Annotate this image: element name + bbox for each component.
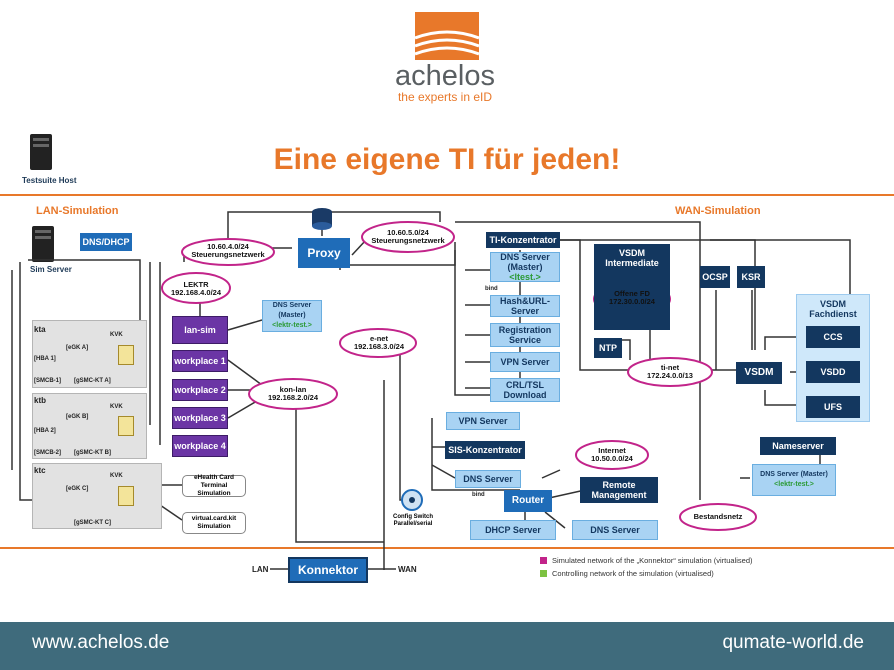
ocsp-box: OCSP <box>700 266 730 288</box>
nameserver-dns-master: DNS Server (Master) <lektr-test.> <box>752 464 836 496</box>
proxy-box: Proxy <box>298 238 350 268</box>
ktb-kvk: KVK <box>110 404 123 410</box>
workplace-2-box: workplace 2 <box>172 379 228 401</box>
ktb-egk: [eGK B] <box>66 414 89 420</box>
vpn-server-wan: VPN Server <box>490 352 560 372</box>
ktb-hba-port: [HBA 2] <box>34 428 56 434</box>
legend-swatch-controlling <box>540 570 547 577</box>
legend-swatch-simulated <box>540 557 547 564</box>
vsdm-intermediate-box: VSDM Intermediate <box>594 244 670 330</box>
ktb-label: ktb <box>34 396 46 405</box>
card-terminal-icon <box>118 345 134 365</box>
remote-management-box: Remote Management <box>580 477 658 503</box>
achelos-logo <box>415 12 479 60</box>
bestandsnetz-cloud: Bestandsnetz <box>693 512 743 521</box>
wan-section-label: WAN-Simulation <box>675 205 761 217</box>
sim-server-label: Sim Server <box>30 265 72 274</box>
vpn-server-2: VPN Server <box>446 412 520 430</box>
kta-smcb-port: [SMCB-1] <box>34 378 61 384</box>
ufs-box: UFS <box>806 396 860 418</box>
ktc-group <box>32 463 162 529</box>
crl-tsl-download: CRL/TSL Download <box>490 378 560 402</box>
kta-egk: [eGK A] <box>66 345 89 351</box>
dns-server-ltest: DNS Server (Master) <ltest.> <box>490 252 560 282</box>
dns-server-2: DNS Server <box>455 470 521 488</box>
dns-server-master-lektr: DNS Server (Master) <lektr-test.> <box>262 300 322 332</box>
server-icon <box>32 226 54 262</box>
hash-url-server: Hash&URL-Server <box>490 295 560 317</box>
ktc-kvk: KVK <box>110 473 123 479</box>
konnektor-box: Konnektor <box>288 557 368 583</box>
lan-port-label: LAN <box>252 565 269 574</box>
dns-dhcp-box: DNS/DHCP <box>80 233 132 251</box>
vsdd-box: VSDD <box>806 361 860 383</box>
lan-sim-box: lan-sim <box>172 316 228 344</box>
workplace-3-box: workplace 3 <box>172 407 228 429</box>
card-terminal-icon <box>118 416 134 436</box>
ksr-box: KSR <box>737 266 765 288</box>
server-icon <box>30 134 52 170</box>
footer-bar <box>0 622 894 670</box>
page-title: Eine eigene TI für jeden! <box>273 143 621 176</box>
lan-section-label: LAN-Simulation <box>36 205 119 217</box>
legend-controlling: Controlling network of the simulation (v… <box>552 569 714 578</box>
ktb-gsmc-port: [gSMC-KT B] <box>74 450 111 456</box>
ti-konzentrator-box: TI-Konzentrator <box>486 232 560 248</box>
registration-service: Registration Service <box>490 323 560 347</box>
ktb-smcb-port: [SMCB-2] <box>34 450 61 456</box>
logo-brand: achelos <box>395 60 495 92</box>
legend-simulated: Simulated network of the „Konnektor“ sim… <box>552 556 753 565</box>
bind-label-2: bind <box>472 492 485 498</box>
logo-tagline: the experts in eID <box>397 90 493 104</box>
kta-label: kta <box>34 325 46 334</box>
testsuite-host-label: Testsuite Host <box>22 176 77 185</box>
nameserver-box: Nameserver <box>760 437 836 455</box>
kta-gsmc-port: [gSMC-KT A] <box>74 378 111 384</box>
vsdm-box: VSDM <box>736 362 782 384</box>
arrow-icon <box>270 568 288 570</box>
sis-konzentrator-box: SIS-Konzentrator <box>445 441 525 459</box>
router-box: Router <box>504 490 552 512</box>
kta-kvk: KVK <box>110 332 123 338</box>
ktc-egk: [eGK C] <box>66 486 89 492</box>
workplace-4-box: workplace 4 <box>172 435 228 457</box>
ktc-gsmc-port: [gSMC-KT C] <box>74 520 111 526</box>
ntp-box: NTP <box>594 338 622 358</box>
dns-server-3: DNS Server <box>572 520 658 540</box>
wan-port-label: WAN <box>398 565 417 574</box>
footer-left-link[interactable]: www.achelos.de <box>32 632 170 653</box>
arrow-icon <box>368 568 396 570</box>
workplace-1-box: workplace 1 <box>172 350 228 372</box>
footer-right-link[interactable]: qumate-world.de <box>722 632 864 653</box>
ktc-label: ktc <box>34 466 46 475</box>
ccs-box: CCS <box>806 326 860 348</box>
card-terminal-icon <box>118 486 134 506</box>
dhcp-server-box: DHCP Server <box>470 520 556 540</box>
kta-hba-port: [HBA 1] <box>34 356 56 362</box>
bind-label: bind <box>485 286 498 292</box>
